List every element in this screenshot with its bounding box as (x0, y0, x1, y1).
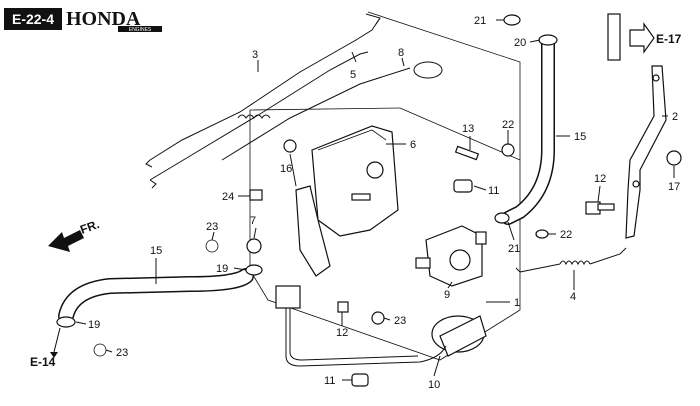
part-12-bolt (337, 301, 349, 313)
callout-23-lower: 23 (116, 347, 128, 359)
part-21-screw (501, 143, 515, 157)
part-6-cover (295, 125, 399, 277)
reference-labels: E-17 E-14 FR. (30, 32, 682, 369)
callout-6: 6 (410, 139, 416, 151)
part-20-clip (494, 212, 510, 224)
part-19-clip-lower (56, 316, 76, 328)
callout-21-top: 22 (502, 119, 514, 131)
part-22-clip-lower (535, 229, 549, 239)
brand-logo-text: HONDA (66, 8, 141, 30)
diagram-code: E-22-4 (12, 11, 54, 27)
callout-2: 2 (672, 111, 678, 123)
part-7-nut (246, 238, 262, 254)
callout-1: 1 (514, 297, 520, 309)
ref-e14: E-14 (30, 355, 56, 369)
part-17-screw (283, 139, 297, 153)
part-8-rod (221, 61, 443, 161)
brand-sub-bar (118, 26, 162, 32)
part-9-valve (415, 225, 487, 287)
part-22-clip (503, 14, 521, 26)
ref-e17: E-17 (656, 32, 682, 46)
callout-5: 5 (350, 69, 356, 81)
callout-20-lower: 21 (508, 243, 520, 255)
part-11-clamp (453, 179, 473, 193)
callouts: 3 5 8 6 16 21 20 15 13 22 11 12 17 2 4 2… (88, 15, 680, 391)
hardware (56, 13, 682, 387)
ref-front: FR. (78, 217, 101, 237)
callout-22-lower: 22 (560, 229, 572, 241)
callout-19-lower: 19 (88, 319, 100, 331)
callout-17: 16 (280, 163, 292, 175)
part-5-wire (149, 51, 369, 189)
part-21-screw-lower (371, 311, 385, 325)
callout-7: 7 (250, 215, 256, 227)
brand-sub: ENGINES (129, 27, 152, 33)
leader-lines (53, 19, 675, 381)
e14-arrow (50, 352, 58, 358)
part-11-clamp-lower (351, 373, 369, 387)
header: E-22-4 HONDA ENGINES (4, 8, 162, 33)
callout-19-upper: 19 (216, 263, 228, 275)
part-4-spring (515, 247, 627, 273)
callout-11-lower: 11 (324, 375, 335, 387)
part-23-clip-lower (93, 343, 107, 357)
part-24-clip (249, 189, 263, 201)
e17-bolt (607, 13, 621, 61)
callout-4: 4 (570, 291, 576, 303)
callout-24: 24 (222, 191, 234, 203)
part-2-lever (625, 65, 667, 239)
fr-arrow (48, 230, 84, 252)
callout-21-lower: 23 (394, 315, 406, 327)
part-14-bolt (454, 145, 480, 161)
part-23-clip (205, 239, 219, 253)
part-19-clip (245, 264, 263, 276)
e17-arrow (629, 22, 655, 54)
callout-3: 3 (252, 49, 258, 61)
part-10-cap (275, 285, 487, 367)
callout-22-top: 21 (474, 15, 486, 27)
part-16-tube (501, 34, 558, 225)
code-badge (4, 8, 62, 30)
callout-15: 15 (150, 245, 162, 257)
callout-23-upper: 23 (206, 221, 218, 233)
callout-8: 8 (398, 47, 404, 59)
reference-arrows (48, 22, 655, 358)
callout-12: 12 (336, 327, 348, 339)
callout-9: 9 (444, 289, 450, 301)
part-15-hose (58, 268, 254, 324)
callout-13: 12 (594, 173, 606, 185)
part-18-grommet (666, 150, 682, 166)
callout-14: 13 (462, 123, 474, 135)
callout-20-top: 20 (514, 37, 526, 49)
callout-18: 17 (668, 181, 680, 193)
callout-11-top: 11 (488, 185, 499, 197)
callout-10: 10 (428, 379, 440, 391)
callout-16: 15 (574, 131, 586, 143)
